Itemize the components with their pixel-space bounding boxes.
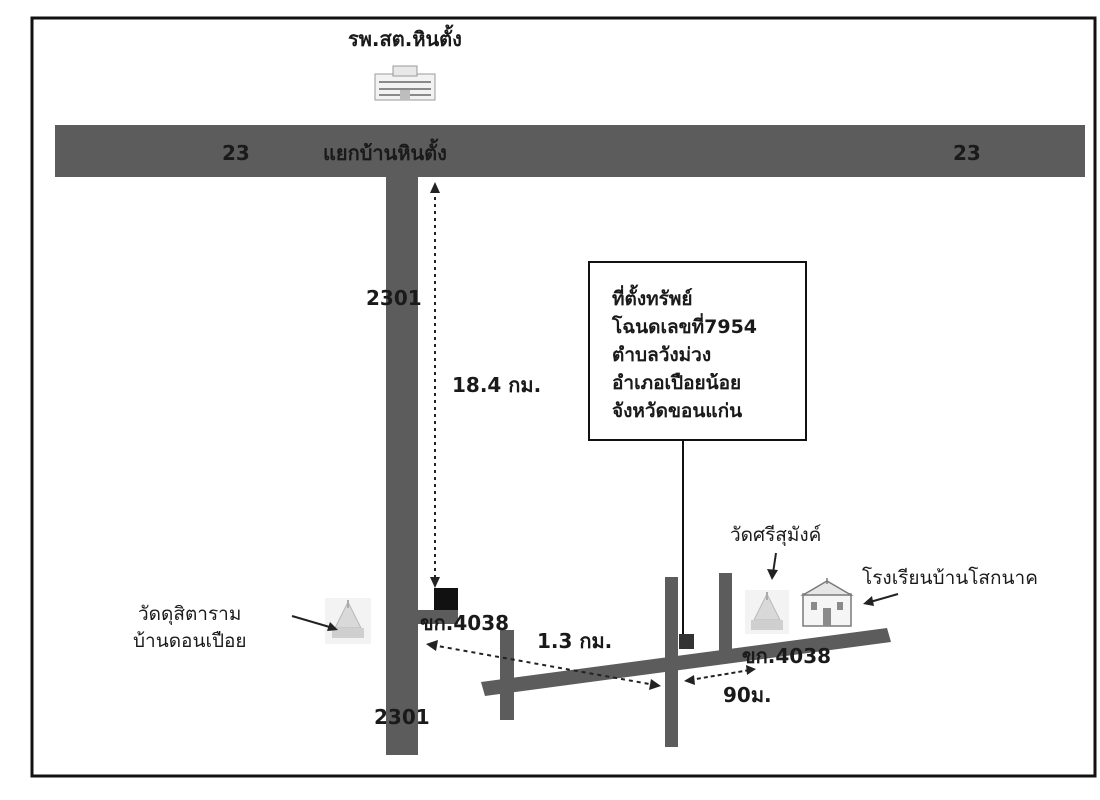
arrow-right-small-icon bbox=[746, 665, 756, 675]
side-road-left bbox=[500, 630, 514, 720]
school-pointer bbox=[869, 593, 899, 603]
arrow-down-icon bbox=[767, 569, 778, 580]
arrow-up-icon bbox=[430, 182, 440, 193]
junction-label: แยกบ้านหินตั้ง bbox=[323, 138, 447, 165]
property-box-line4: อำเภอเปือยน้อย bbox=[612, 372, 741, 394]
property-callout-box bbox=[588, 261, 807, 441]
school-icon bbox=[800, 578, 854, 627]
temple-left-label-line2: บ้านดอนเปือย bbox=[133, 630, 247, 652]
distance-line-short bbox=[689, 669, 751, 681]
side-road-middle bbox=[665, 577, 678, 747]
highway-23 bbox=[55, 125, 1085, 177]
property-box-line1: ที่ตั้งทรัพย์ bbox=[612, 284, 693, 310]
property-marker bbox=[679, 634, 694, 649]
road-2301-spur bbox=[418, 610, 458, 624]
road-kk4038 bbox=[481, 628, 891, 696]
distance-secondary-label: 1.3 กม. bbox=[537, 629, 612, 653]
highway-23-left-label: 23 bbox=[222, 141, 250, 165]
hospital-icon bbox=[374, 65, 436, 101]
property-box-line2: โฉนดเลขที่7954 bbox=[611, 313, 757, 338]
temple-right-label: วัดศรีสุมังค์ bbox=[730, 524, 821, 547]
map-frame bbox=[30, 16, 1097, 778]
side-road-right bbox=[719, 573, 732, 653]
road-kk4038-left-label: ขก.4038 bbox=[420, 611, 509, 635]
school-label: โรงเรียนบ้านโสกนาค bbox=[862, 566, 1038, 589]
arrow-right-icon bbox=[649, 679, 661, 690]
temple-left-label-line1: วัดดุสิตาราม bbox=[138, 603, 241, 626]
road-kk4038-right-label: ขก.4038 bbox=[742, 644, 831, 668]
hospital-label: รพ.สต.หินตั้ง bbox=[348, 24, 462, 51]
road-2301-bottom-label: 2301 bbox=[374, 705, 430, 729]
property-box-line5: จังหวัดขอนแก่น bbox=[612, 400, 742, 422]
arrow-left-icon bbox=[863, 596, 874, 606]
arrow-left-small-icon bbox=[684, 675, 695, 685]
arrow-down-icon bbox=[430, 577, 440, 588]
road-2301-top-label: 2301 bbox=[366, 286, 422, 310]
distance-line-secondary bbox=[431, 644, 656, 686]
road-2301 bbox=[386, 177, 418, 755]
arrow-left-icon bbox=[426, 640, 438, 651]
temple-right-icon bbox=[745, 590, 789, 634]
distance-short-label: 90ม. bbox=[723, 683, 772, 707]
highway-23-right-label: 23 bbox=[953, 141, 981, 165]
arrow-right-icon bbox=[327, 622, 338, 631]
temple-left-icon bbox=[325, 598, 371, 644]
property-box-line3: ตำบลวังม่วง bbox=[612, 344, 711, 366]
junction-marker bbox=[434, 588, 458, 610]
temple-left-pointer bbox=[291, 615, 334, 629]
distance-main-label: 18.4 กม. bbox=[452, 373, 541, 397]
